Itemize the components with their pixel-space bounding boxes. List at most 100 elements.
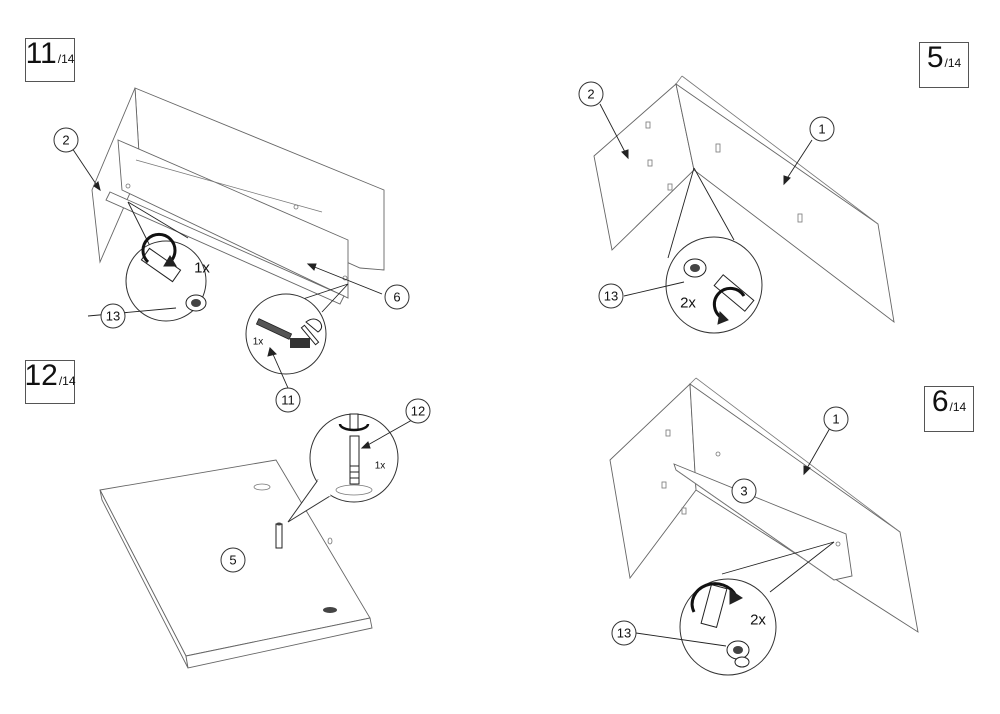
s6-zoom-line [769, 541, 835, 593]
s12-hole-zoom [335, 484, 373, 496]
screwdriver-icon [713, 274, 755, 312]
s5-hole [715, 143, 721, 153]
s6-hole [681, 507, 687, 515]
step-11-box: 11/14 [25, 38, 75, 82]
step-11-total: /14 [57, 52, 75, 66]
s11-hammer-quantity: 1x [253, 337, 264, 348]
arrow-head-icon [803, 465, 811, 476]
s5-cam-quantity: 2x [680, 295, 696, 312]
step-12-number: 12 [24, 359, 58, 392]
s12-callout-12-label: 12 [411, 404, 425, 419]
s6-cam-quantity: 2x [750, 612, 766, 629]
s5-leader-2 [599, 103, 627, 155]
s6-callout-3-label: 3 [740, 484, 747, 499]
s6-callout-1: 1 [823, 406, 849, 432]
arrow-head-icon [621, 149, 629, 160]
s11-cam-quantity: 1x [194, 260, 210, 277]
s11-callout-13: 13 [100, 303, 126, 329]
s5-hole [667, 183, 673, 191]
step-12-box: 12/14 [24, 359, 76, 404]
s5-callout-2-label: 2 [587, 87, 594, 102]
rotate-arrow-icon [729, 589, 743, 605]
s6-edge [675, 469, 835, 581]
s5-edge [675, 75, 683, 85]
s6-panel-left [609, 383, 697, 580]
s6-callout-13-label: 13 [617, 626, 631, 641]
s5-callout-1: 1 [809, 116, 835, 142]
step-5-total: /14 [944, 56, 962, 70]
step-6-total: /14 [949, 400, 967, 414]
s11-bottom-rail [105, 191, 345, 305]
s5-leader-1 [785, 139, 813, 181]
arrow-head-icon [783, 175, 791, 186]
step-6-number: 6 [931, 385, 949, 418]
s5-hole [645, 121, 651, 129]
s11-leader-2 [71, 147, 101, 191]
s11-zoom-line [127, 201, 189, 239]
cam-lock-icon [185, 294, 207, 312]
rotate-arrow-icon [690, 582, 738, 613]
s12-board-edge-front [185, 617, 373, 669]
s6-hole [835, 541, 841, 547]
s11-callout-13-label: 13 [106, 309, 120, 324]
s11-zoom-line [299, 283, 349, 301]
arrow-head-icon [93, 181, 101, 192]
s5-panel-2 [593, 83, 695, 251]
s12-hole [323, 607, 337, 613]
s11-callout-11: 11 [275, 387, 301, 413]
s11-leader-6 [311, 265, 383, 295]
s6-zoom-circle [679, 578, 777, 676]
s6-hole [661, 481, 667, 489]
s5-zoom-line [693, 167, 735, 241]
rotate-arrow-icon [141, 232, 177, 264]
s11-callout-2: 2 [53, 127, 79, 153]
s6-callout-13: 13 [611, 620, 637, 646]
s5-callout-1-label: 1 [818, 122, 825, 137]
cam-lock-icon [683, 258, 707, 278]
s12-callout-5: 5 [220, 547, 246, 573]
s11-zoom-line [321, 283, 349, 313]
s11-hole [293, 204, 299, 210]
arrow-head-icon [267, 347, 277, 357]
s6-callout-1-label: 1 [832, 412, 839, 427]
dowel-icon [349, 435, 360, 485]
s6-hole [715, 451, 721, 457]
s5-callout-13: 13 [598, 283, 624, 309]
s11-callout-2-label: 2 [62, 133, 69, 148]
s12-callout-5-label: 5 [229, 553, 236, 568]
arrow-head-icon [306, 263, 317, 271]
step-5-diagram: 2x 2 1 13 [578, 75, 895, 334]
hammer-icon [290, 318, 323, 348]
rotate-arrow-icon [163, 255, 177, 267]
step-5-number: 5 [926, 41, 944, 74]
s6-leader-1 [805, 427, 831, 471]
step-11-number: 11 [25, 37, 57, 70]
s11-edge-line [135, 159, 323, 213]
s5-callout-13-label: 13 [604, 289, 618, 304]
s5-zoom-line [667, 167, 695, 259]
s12-hole [253, 483, 271, 491]
s11-callout-6: 6 [384, 284, 410, 310]
step-6-diagram: 2x 1 3 13 [609, 377, 919, 676]
screwdriver-icon [349, 413, 359, 431]
step-12-total: /14 [58, 374, 76, 388]
s6-hole [665, 429, 671, 437]
arrow-head-icon [360, 441, 371, 449]
dowel-icon [255, 318, 293, 340]
s11-callout-6-label: 6 [393, 290, 400, 305]
rotate-arrow-icon [338, 423, 370, 432]
s11-leader-11 [271, 351, 289, 389]
cam-lock-icon [726, 640, 750, 668]
s6-zoom-line [721, 541, 835, 575]
s11-callout-11-label: 11 [281, 393, 295, 408]
s6-edge [689, 377, 697, 385]
s6-shelf-3 [673, 463, 853, 581]
s5-leader-13 [623, 281, 685, 297]
step-5-box: 5/14 [919, 42, 969, 88]
s11-hole [125, 183, 131, 189]
step-11-diagram: 1x 1x 2 13 6 11 [53, 87, 410, 413]
rotate-arrow-icon [712, 286, 746, 320]
dowel-icon [275, 522, 283, 549]
screwdriver-icon [700, 583, 728, 629]
